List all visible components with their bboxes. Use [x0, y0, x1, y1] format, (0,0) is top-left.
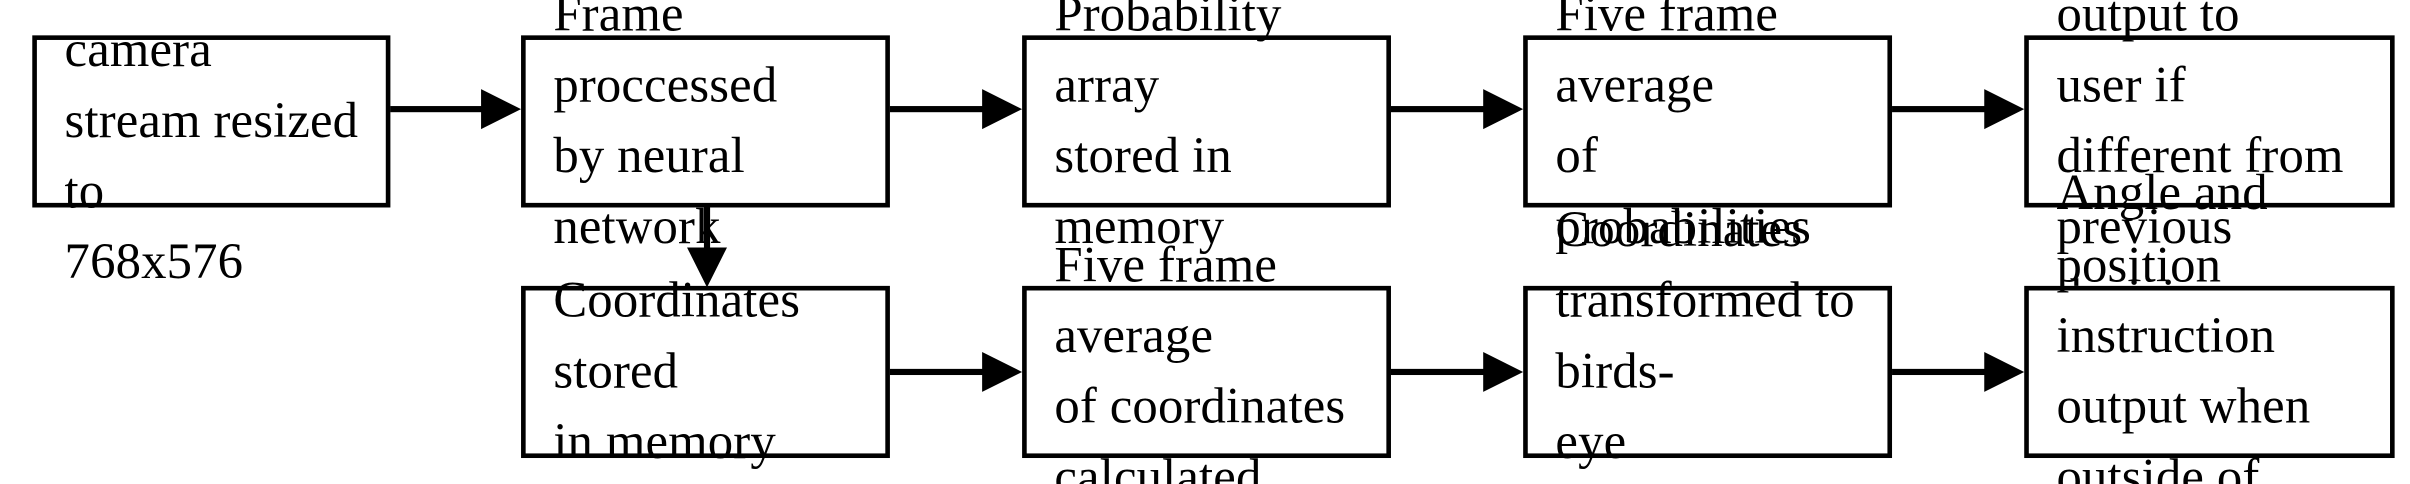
node-five-frame-average-probabilities[interactable]: Five frame average of probabilities [1523, 0, 1893, 255]
node-label: Coordinates stored in memory [553, 273, 801, 471]
node-coordinates-transformed[interactable]: Coordinates transformed to birds- eye co… [1523, 202, 1893, 470]
node-frame-processed[interactable]: Frame proccessed by neural network [521, 0, 890, 255]
arrow-head-icon [1483, 351, 1524, 392]
edge-coordinates-to-average-arrow [889, 351, 1023, 392]
edge-frame-to-processed-arrow [390, 89, 522, 130]
edge-coordaverage-to-transformed-arrow [1390, 351, 1524, 392]
arrow-head-icon [982, 89, 1023, 130]
arrow-head-icon [1483, 89, 1524, 130]
edge-probability-to-average-arrow [1390, 89, 1524, 130]
node-label: Five frame average of coordinates calcul… [1054, 237, 1346, 484]
node-five-frame-average-coordinates[interactable]: Five frame average of coordinates calcul… [1022, 238, 1391, 484]
arrow-head-icon [687, 247, 727, 288]
node-label: Frame from camera stream resized to 768x… [64, 0, 359, 291]
arrow-shaft [1390, 106, 1490, 113]
arrow-head-icon [1984, 89, 2025, 130]
edge-average-to-classification-arrow [1892, 89, 2025, 130]
node-label: Probability array stored in memory [1054, 0, 1282, 256]
arrow-head-icon [1984, 351, 2025, 392]
arrow-shaft [1892, 368, 1991, 376]
edge-processed-to-coordinates-arrow [687, 207, 727, 288]
edge-processed-to-probability-arrow [889, 89, 1023, 130]
arrow-head-icon [481, 89, 522, 130]
node-label: Frame proccessed by neural network [553, 0, 778, 256]
arrow-shaft [703, 207, 711, 254]
arrow-shaft [889, 106, 989, 113]
node-label: Angle and position instruction output wh… [2056, 166, 2311, 484]
node-classification-output[interactable]: Classification output to user if differe… [2024, 0, 2395, 326]
node-frame-from-camera[interactable]: Frame from camera stream resized to 768x… [32, 0, 391, 291]
arrow-shaft [390, 106, 488, 113]
node-label: Coordinates transformed to birds- eye co… [1555, 202, 1855, 471]
node-label: Five frame average of probabilities [1555, 0, 1812, 256]
arrow-head-icon [982, 351, 1023, 392]
node-angle-position-instruction[interactable]: Angle and position instruction output wh… [2024, 167, 2395, 484]
arrow-shaft [889, 368, 989, 376]
arrow-shaft [1390, 368, 1490, 376]
node-coordinates-stored[interactable]: Coordinates stored in memory [521, 273, 890, 470]
arrow-shaft [1892, 106, 1991, 113]
edge-transformed-to-instruction-arrow [1892, 351, 2025, 392]
node-probability-array[interactable]: Probability array stored in memory [1022, 0, 1391, 255]
